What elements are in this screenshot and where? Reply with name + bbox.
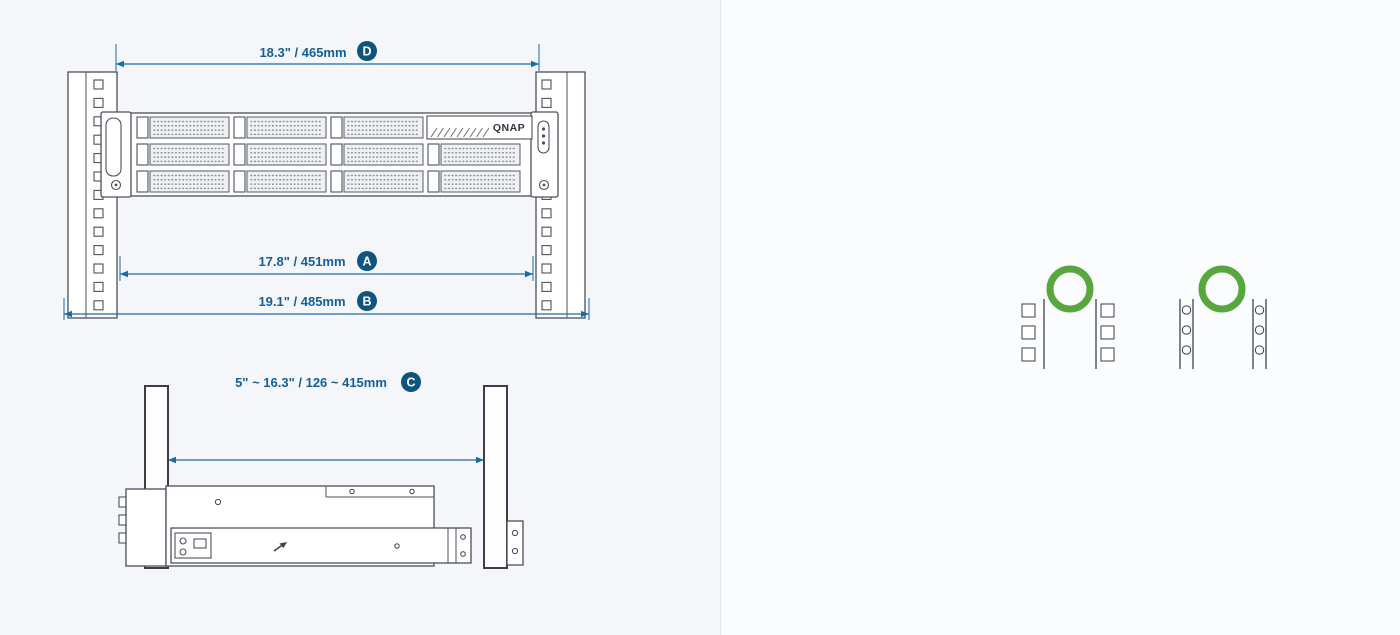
right-mounting-ear xyxy=(530,111,559,198)
arrow-left-icon xyxy=(64,310,72,318)
rear-bracket xyxy=(506,520,524,566)
dimension-a: 17.8" / 451mm A xyxy=(119,251,534,281)
screw-icon xyxy=(511,547,519,555)
dimension-c-label: 5" ~ 16.3" / 126 ~ 415mm xyxy=(235,375,387,390)
arrow-right-icon xyxy=(525,270,533,278)
left-post-holes xyxy=(93,79,104,311)
side-right-post xyxy=(483,385,508,569)
front-view: QNAP 18.3" / 465mm D 17.8" / 451mm xyxy=(63,41,590,320)
round-hole-strip-left xyxy=(1179,299,1194,369)
badge-d-letter: D xyxy=(362,45,371,59)
screw-icon xyxy=(409,488,415,495)
screw-icon xyxy=(460,551,466,557)
badge-d xyxy=(357,41,377,61)
badge-a-letter: A xyxy=(362,255,371,269)
rail-assembly xyxy=(118,485,524,567)
square-hole-rack xyxy=(1021,265,1115,369)
screw-icon xyxy=(460,534,466,540)
badge-b-letter: B xyxy=(362,295,371,309)
right-panel-background xyxy=(720,0,1400,635)
inner-rail xyxy=(170,527,472,564)
led-icon xyxy=(541,134,546,138)
arrow-right-icon xyxy=(531,60,539,68)
slide-arrow-head xyxy=(279,542,287,548)
screw-icon xyxy=(349,488,355,495)
compatibility-ring-icon xyxy=(1198,265,1246,313)
arrow-left-icon xyxy=(120,270,128,278)
drive-bays xyxy=(136,116,521,193)
dimension-a-label: 17.8" / 451mm xyxy=(258,254,345,269)
qnap-logo: QNAP xyxy=(493,122,525,134)
vent-hatch xyxy=(430,127,490,138)
side-view: 5" ~ 16.3" / 126 ~ 415mm C xyxy=(118,372,524,569)
arrow-left-icon xyxy=(168,456,176,464)
round-hole-strip-right xyxy=(1252,299,1267,369)
dimension-d-label: 18.3" / 465mm xyxy=(259,45,346,60)
led-icon xyxy=(541,127,546,131)
screw-icon xyxy=(179,548,187,556)
square-hole-strip-left xyxy=(1021,299,1045,369)
badge-c xyxy=(401,372,421,392)
badge-a xyxy=(357,251,377,271)
badge-b xyxy=(357,291,377,311)
dimension-c: 5" ~ 16.3" / 126 ~ 415mm C xyxy=(168,372,484,464)
arrow-right-icon xyxy=(476,456,484,464)
dimension-d: 18.3" / 465mm D xyxy=(115,41,540,71)
arrow-right-icon xyxy=(581,310,589,318)
screw-icon xyxy=(214,498,222,506)
led-icon xyxy=(541,141,546,145)
left-mounting-ear xyxy=(100,111,132,198)
server-chassis: QNAP xyxy=(100,111,559,198)
screw-icon xyxy=(511,529,519,537)
compatibility-ring-icon xyxy=(1046,265,1094,313)
screw-icon xyxy=(394,543,400,549)
badge-c-letter: C xyxy=(406,376,415,390)
logo-panel: QNAP xyxy=(426,115,533,140)
arrow-left-icon xyxy=(116,60,124,68)
dimension-b-label: 19.1" / 485mm xyxy=(258,294,345,309)
dimension-b: 19.1" / 485mm B xyxy=(63,291,590,320)
round-hole-rack xyxy=(1179,265,1267,369)
square-hole-strip-right xyxy=(1095,299,1115,369)
screw-icon xyxy=(179,537,187,545)
front-bracket xyxy=(125,488,167,567)
